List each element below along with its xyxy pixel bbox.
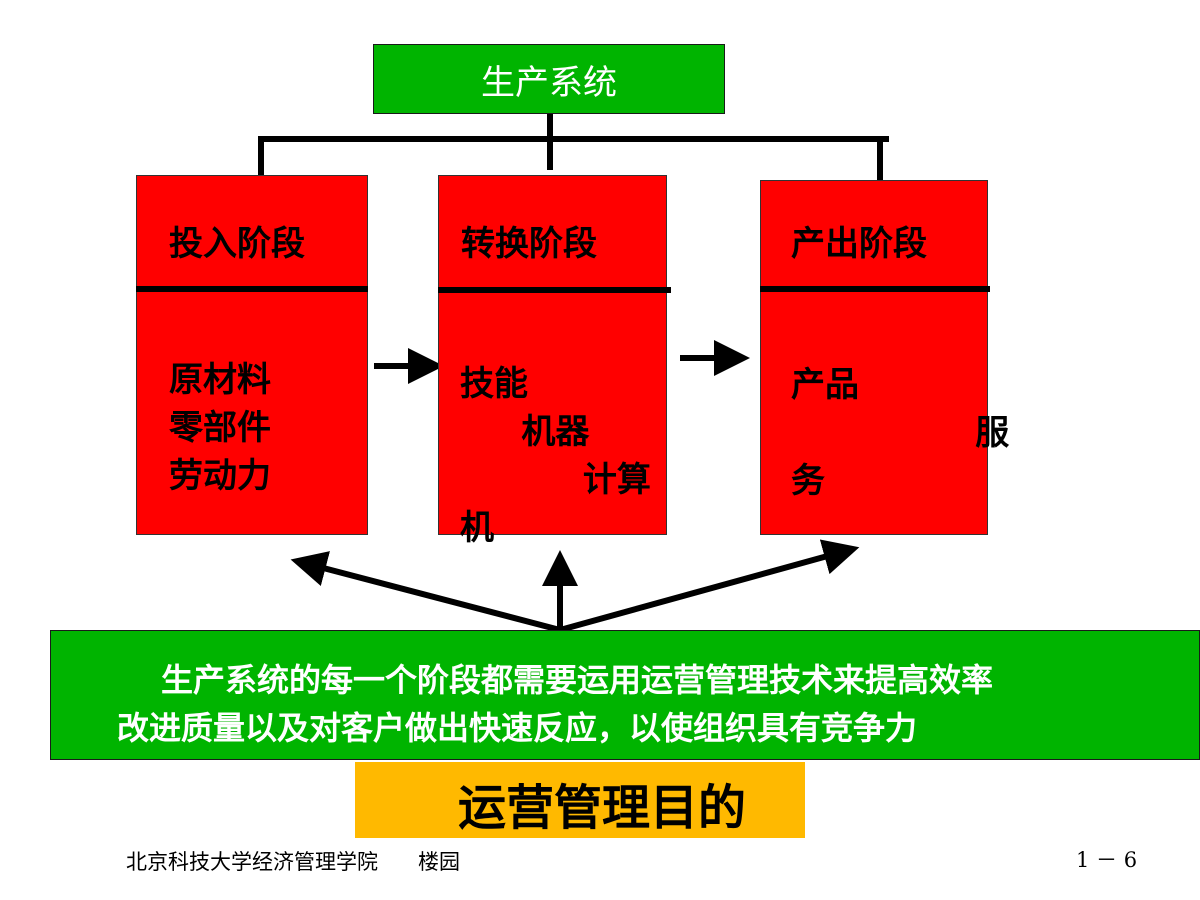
arrow-to-output — [559, 539, 860, 633]
production-system-box: 生产系统 — [373, 44, 725, 114]
statement-line-2: 改进质量以及对客户做出快速反应，以使组织具有竞争力 — [117, 709, 918, 747]
stage-transform-title: 转换阶段 — [461, 224, 597, 264]
production-system-title: 生产系统 — [481, 62, 617, 103]
statement-box: 生产系统的每一个阶段都需要运用运营管理技术来提高效率 改进质量以及对客户做出快速… — [50, 630, 1200, 760]
arrow-to-input — [290, 551, 561, 633]
stage-input: 投入阶段 原材料 零部件 劳动力 — [136, 175, 368, 535]
stage-transform-divider — [438, 287, 671, 293]
purpose-box: 运营管理目的 — [355, 762, 805, 838]
stage-output-divider — [760, 286, 990, 292]
stage-output-title: 产出阶段 — [791, 224, 927, 264]
footer-page-number: 1 － 6 — [1076, 848, 1138, 872]
stage-transform-body: 技能 机器 计算 机 — [460, 364, 651, 548]
statement-line-1: 生产系统的每一个阶段都需要运用运营管理技术来提高效率 — [161, 661, 994, 699]
footer-institution: 北京科技大学经济管理学院 楼园 — [126, 850, 461, 874]
stage-input-title: 投入阶段 — [169, 224, 305, 264]
stage-output-body: 产品 服 务 — [791, 365, 1010, 501]
stage-transform: 转换阶段 — [438, 175, 667, 535]
purpose-label: 运营管理目的 — [458, 780, 747, 836]
stage-input-body: 原材料 零部件 劳动力 — [169, 360, 271, 496]
stage-output: 产出阶段 产品 服 务 — [760, 180, 1009, 535]
stage-input-divider — [136, 286, 368, 292]
